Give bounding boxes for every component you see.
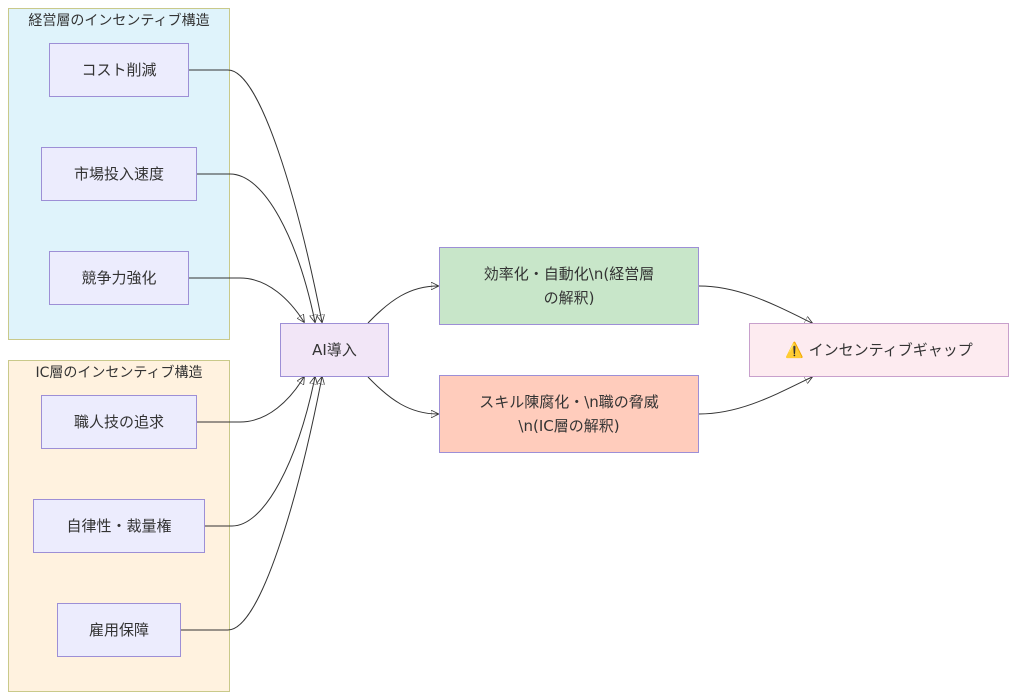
node-time-to-market: 市場投入速度 (41, 147, 197, 201)
edge-deskilling-to-gap (698, 377, 812, 415)
edge-cost-to-ai (189, 69, 322, 322)
edge-competitiveness-to-ai (189, 277, 304, 322)
ic-cluster-title: IC層のインセンティブ構造 (35, 365, 203, 381)
edge-efficiency-to-gap (698, 285, 812, 323)
node-efficiency-view: 効率化・自動化\n(経営層の解釈) (439, 247, 699, 325)
management-cluster-title: 経営層のインセンティブ構造 (28, 13, 210, 29)
node-job-security: 雇用保障 (57, 603, 181, 657)
edge-ai-to-efficiency (367, 286, 438, 324)
node-craftsmanship: 職人技の追求 (41, 395, 197, 449)
edge-craftsmanship-to-ai (197, 377, 304, 423)
edge-jobsecurity-to-ai (181, 377, 322, 631)
node-competitiveness: 競争力強化 (49, 251, 189, 305)
node-deskilling-view: スキル陳腐化・\n職の脅威\n(IC層の解釈) (439, 375, 699, 453)
edge-ai-to-deskilling (367, 376, 438, 414)
node-autonomy: 自律性・裁量権 (33, 499, 205, 553)
node-incentive-gap: ⚠️ インセンティブギャップ (749, 323, 1009, 377)
node-ai-adoption: AI導入 (280, 323, 389, 377)
node-cost-reduction: コスト削減 (49, 43, 189, 97)
edge-market-to-ai (197, 173, 315, 322)
edge-autonomy-to-ai (205, 377, 315, 527)
